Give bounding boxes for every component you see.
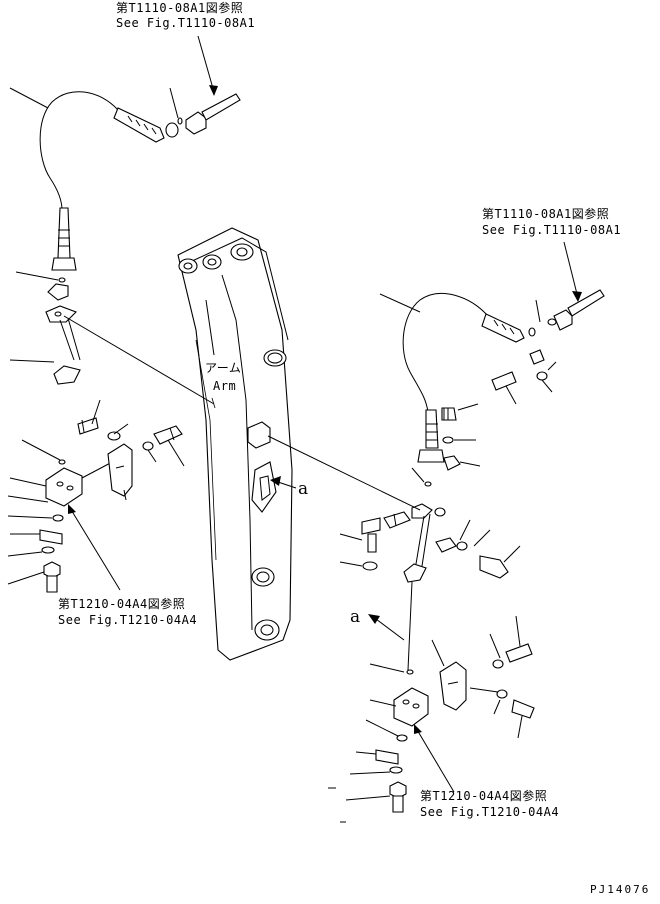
arm-label-en: Arm (213, 379, 236, 393)
ref-bottom-right-en: See Fig.T1210-04A4 (420, 805, 559, 819)
section-arrowhead-lower (368, 614, 380, 624)
section-arrowhead-upper (270, 476, 281, 486)
section-marker-upper: a (298, 479, 308, 499)
ref-bottom-right-jp: 第T1210-04A4図参照 (420, 788, 547, 803)
ref-top-left-en: See Fig.T1110-08A1 (116, 16, 255, 30)
ref-top-right-jp: 第T1110-08A1図参照 (482, 206, 609, 221)
section-marker-lower: a (350, 607, 360, 627)
ref-top-left-jp: 第T1110-08A1図参照 (116, 0, 243, 15)
arm-body: アーム Arm (177, 227, 293, 661)
ref-top-right-en: See Fig.T1110-08A1 (482, 223, 621, 237)
arm-label-jp: アーム (205, 361, 241, 375)
figure-id: PJ14076 (590, 883, 650, 896)
hose-assembly-left: 第T1110-08A1図参照 See Fig.T1110-08A1 (7, 0, 255, 627)
ref-bottom-left-jp: 第T1210-04A4図参照 (58, 596, 185, 611)
ref-bottom-left-en: See Fig.T1210-04A4 (58, 613, 197, 627)
hose-assembly-right: 第T1110-08A1図参照 See Fig.T1110-08A1 (267, 206, 621, 823)
